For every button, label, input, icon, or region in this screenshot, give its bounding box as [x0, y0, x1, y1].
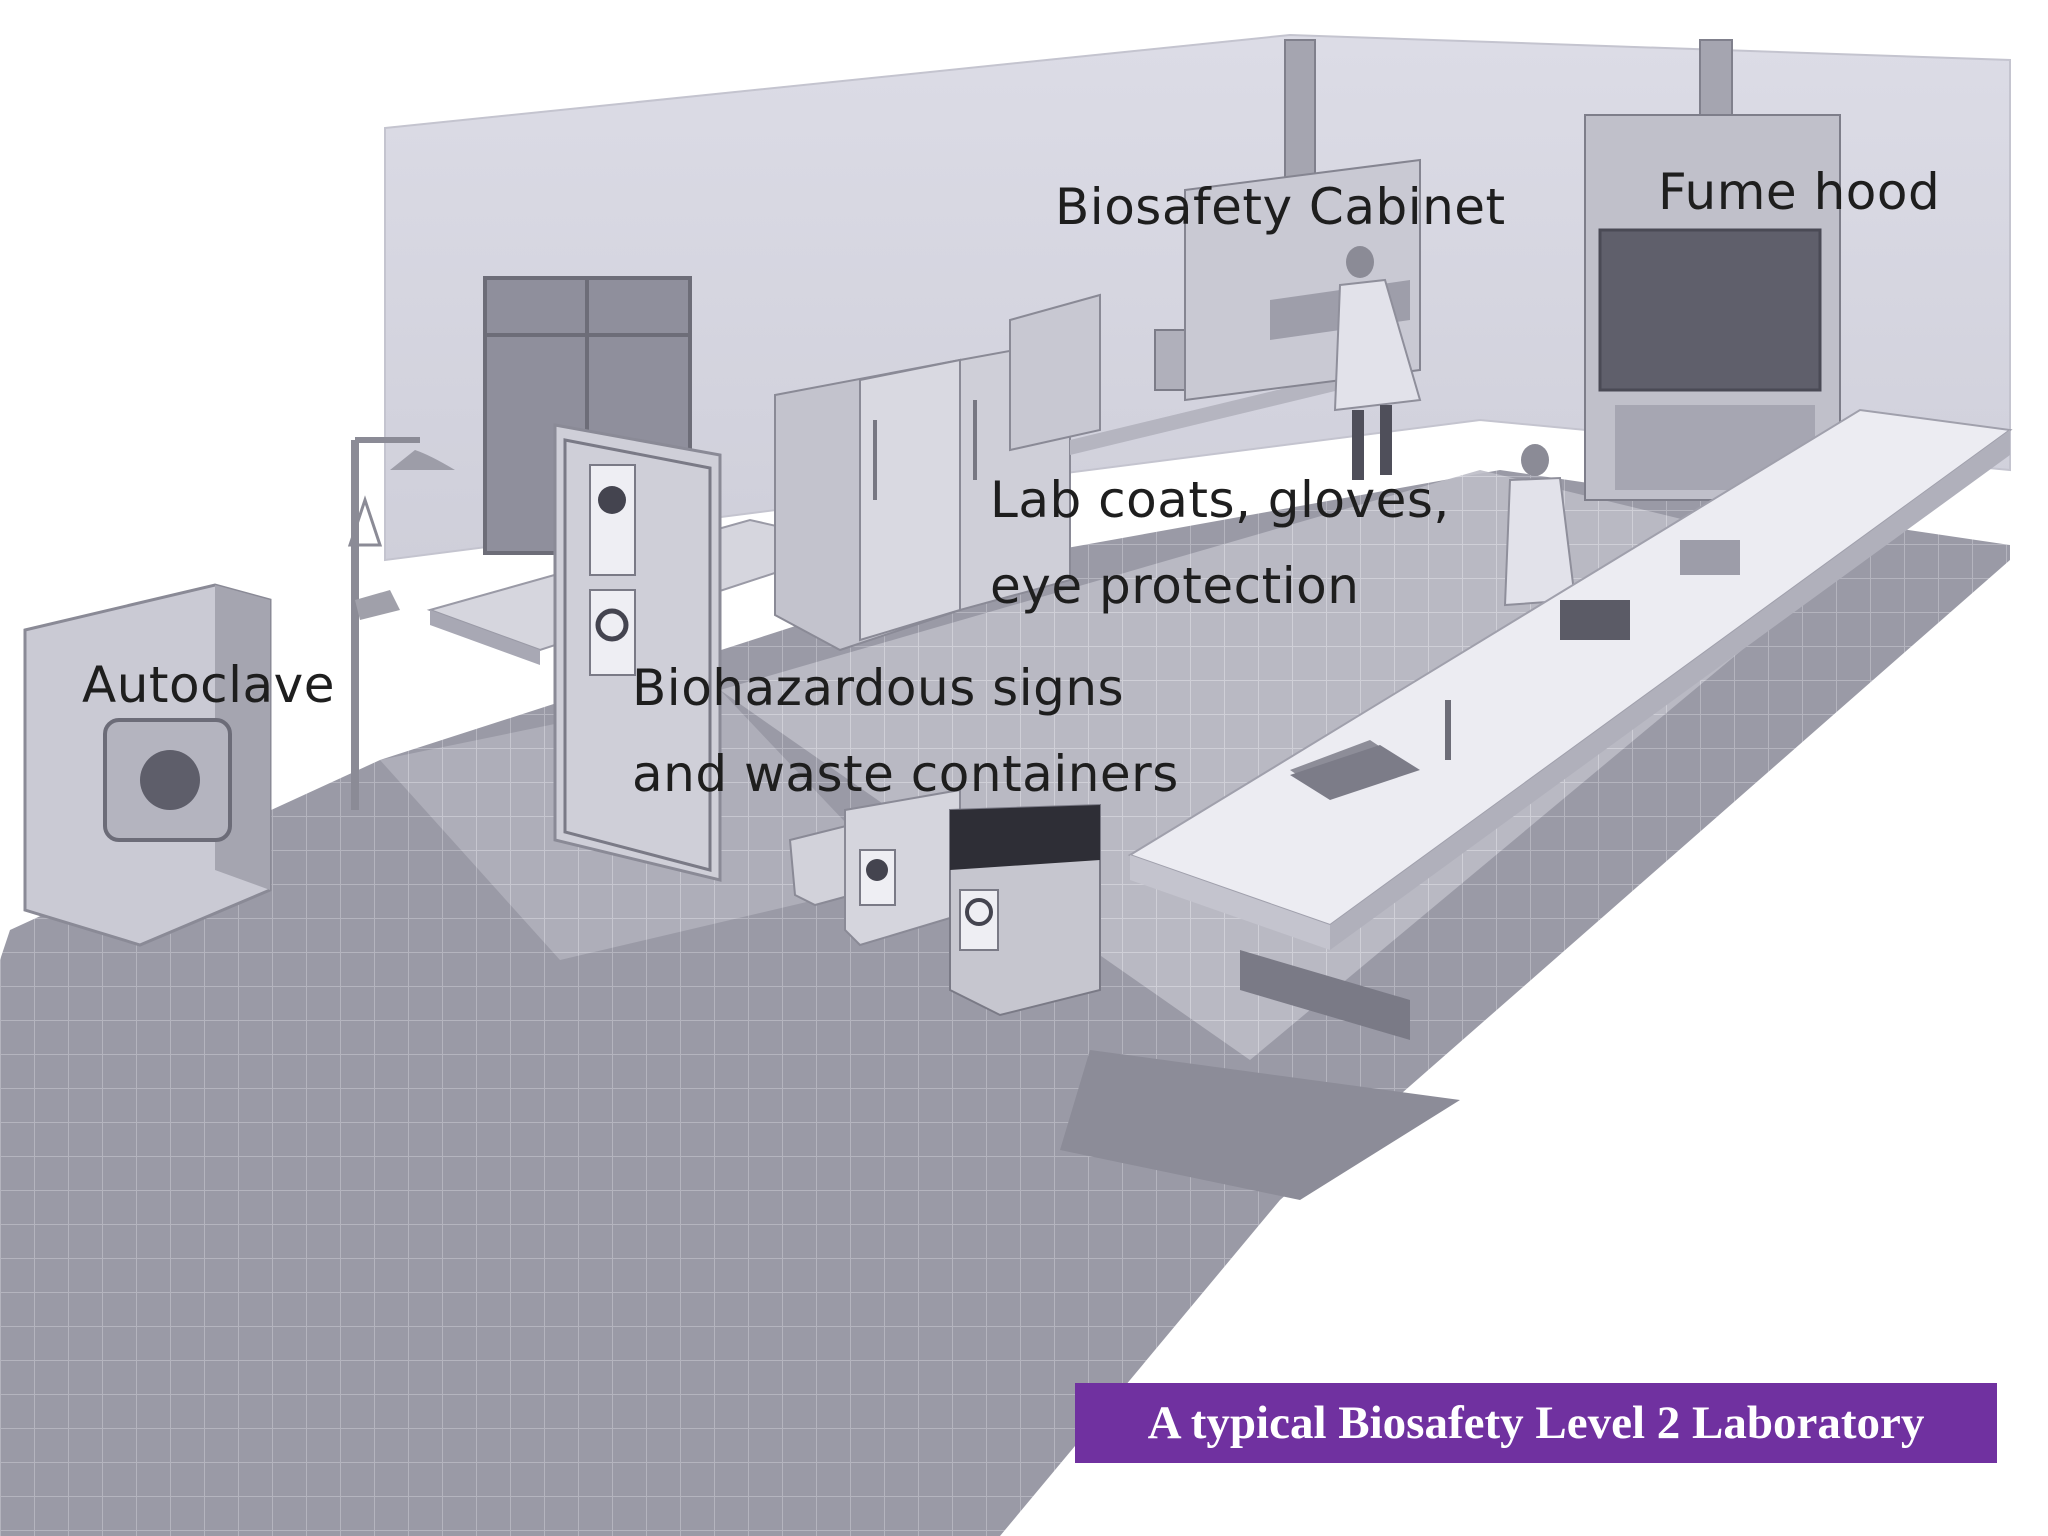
safety-shower — [347, 437, 455, 810]
caption-text: A typical Biosafety Level 2 Laboratory — [1147, 1397, 1925, 1449]
label-biosafety-cabinet: Biosafety Cabinet — [1055, 178, 1506, 236]
label-biohazard-line1: Biohazardous signs — [632, 659, 1125, 717]
label-autoclave: Autoclave — [82, 656, 335, 714]
label-fume-hood: Fume hood — [1658, 163, 1941, 221]
lab-worker-figures — [1333, 246, 1577, 607]
label-ppe-line1: Lab coats, gloves, — [990, 471, 1450, 529]
waste-containers — [788, 788, 1101, 1017]
caption-box: A typical Biosafety Level 2 Laboratory — [1075, 1383, 1997, 1463]
lab-door — [553, 423, 722, 882]
label-biohazard-line2: and waste containers — [632, 745, 1179, 803]
refrigerators — [774, 338, 1071, 652]
fume-hood — [1584, 39, 1841, 501]
label-ppe-line2: eye protection — [990, 557, 1360, 615]
sink — [1290, 700, 1451, 800]
island-bench — [1127, 408, 2013, 1040]
autoclave — [23, 583, 272, 947]
